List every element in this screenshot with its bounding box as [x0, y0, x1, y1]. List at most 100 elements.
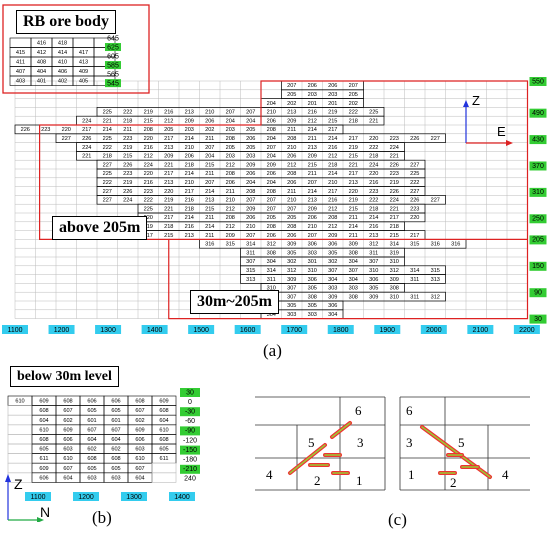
ore-block-cell: 308 [308, 294, 317, 300]
below30-cell: 610 [63, 456, 72, 462]
ore-block-cell: 212 [226, 162, 235, 168]
ore-block-cell: 310 [267, 286, 276, 292]
ore-block-cell: 217 [185, 189, 194, 195]
below30-cell: 608 [87, 456, 96, 462]
axis-indicator-b [5, 474, 44, 522]
inset-level-label: 545 [107, 80, 119, 87]
ore-block-cell: 207 [308, 180, 317, 186]
ore-block-cell: 220 [144, 215, 153, 221]
below30-cell: 610 [135, 456, 144, 462]
ore-block-cell: 212 [287, 162, 296, 168]
ore-block-cell: 303 [308, 312, 317, 318]
ore-block-cell: 211 [287, 127, 296, 133]
ore-block-cell: 206 [226, 180, 235, 186]
x-tick-label: 1900 [379, 327, 395, 334]
level-label: -90 [185, 428, 195, 435]
ore-block-cell: 220 [369, 136, 378, 142]
below30-cell: 610 [15, 399, 24, 405]
ore-block-cell: 224 [144, 162, 153, 168]
ore-block-cell: 207 [267, 145, 276, 151]
c-left-num-1: 1 [356, 473, 363, 488]
ore-block-cell: 208 [226, 136, 235, 142]
level-label: -150 [183, 447, 197, 454]
ore-block-cell: 208 [226, 215, 235, 221]
ore-block-cell: 219 [144, 110, 153, 116]
ore-block-cell: 214 [205, 224, 214, 230]
ore-block-cell: 224 [82, 145, 91, 151]
below30-cell: 608 [159, 408, 168, 414]
ore-block-cell: 201 [328, 101, 337, 107]
ore-block-cell: 316 [205, 242, 214, 248]
ore-block-cell: 217 [328, 189, 337, 195]
ore-block-cell: 219 [328, 110, 337, 116]
ore-block-cell: 214 [205, 189, 214, 195]
ore-block-cell: 303 [349, 286, 358, 292]
ore-block-cell: 215 [144, 118, 153, 124]
x-tick-label: 2100 [473, 327, 489, 334]
ore-block-cell: 217 [390, 215, 399, 221]
ore-block-cell: 211 [349, 233, 358, 239]
ore-block-cell: 201 [308, 101, 317, 107]
ore-block-cell: 212 [328, 206, 337, 212]
ore-block-cell: 227 [431, 198, 440, 204]
ore-block-cell: 218 [328, 162, 337, 168]
ore-block-cell: 209 [185, 118, 194, 124]
below30-cell: 608 [63, 399, 72, 405]
below30-cell: 607 [111, 427, 120, 433]
ore-block-cell: 304 [328, 277, 337, 283]
ore-block-cell: 205 [267, 215, 276, 221]
ore-block-cell: 221 [164, 162, 173, 168]
ore-block-cell: 206 [205, 118, 214, 124]
ore-block-cell: 216 [185, 198, 194, 204]
ore-block-cell: 217 [164, 136, 173, 142]
y-tick-label: 150 [532, 263, 544, 270]
ore-block-cell: 309 [287, 242, 296, 248]
ore-block-cell: 306 [308, 242, 317, 248]
ore-block-cell: 218 [369, 154, 378, 160]
ore-block-cell: 308 [349, 250, 358, 256]
ore-block-cell: 203 [308, 92, 317, 98]
ore-block-cell: 211 [226, 189, 235, 195]
ore-block-cell: 319 [390, 250, 399, 256]
ore-block-cell: 208 [226, 171, 235, 177]
below30-cell: 607 [135, 466, 144, 472]
ore-block-cell: 222 [123, 110, 132, 116]
ore-block-cell: 225 [103, 136, 112, 142]
y-tick-label: 250 [532, 216, 544, 223]
below30-cell: 604 [39, 418, 48, 424]
ore-block-cell: 208 [287, 224, 296, 230]
below30-cell: 609 [63, 427, 72, 433]
ore-block-cell: 207 [246, 198, 255, 204]
x-tick-label: 1800 [333, 327, 349, 334]
ore-block-cell: 312 [369, 242, 378, 248]
ore-block-cell: 222 [369, 145, 378, 151]
ore-block-cell: 207 [287, 206, 296, 212]
ore-block-cell: 211 [205, 215, 214, 221]
below30-cell: 607 [87, 427, 96, 433]
ore-block-cell: 223 [144, 189, 153, 195]
inset-cell: 413 [79, 60, 88, 66]
ore-block-cell: 303 [308, 250, 317, 256]
ore-block-cell: 210 [205, 110, 214, 116]
ore-block-cell: 313 [246, 277, 255, 283]
ore-block-cell: 218 [390, 224, 399, 230]
region-mid-label: 30m~205m [190, 290, 279, 314]
panel-a-label: (a) [263, 341, 282, 360]
ore-block-cell: 225 [103, 110, 112, 116]
level-label: -60 [185, 418, 195, 425]
ore-block-cell: 304 [349, 277, 358, 283]
ore-block-cell: 214 [185, 171, 194, 177]
ore-block-cell: 209 [226, 233, 235, 239]
inset-cell: 407 [16, 69, 25, 75]
ore-block-cell: 214 [308, 127, 317, 133]
ore-block-cell: 222 [410, 180, 419, 186]
below30-cell: 606 [111, 399, 120, 405]
ore-block-cell: 210 [287, 198, 296, 204]
inset-cell: 415 [16, 50, 25, 56]
inset-cell: 403 [16, 79, 25, 85]
below30-cell: 605 [87, 466, 96, 472]
ore-block-cell: 206 [287, 154, 296, 160]
x-tick-label: 1700 [286, 327, 302, 334]
ore-block-cell: 212 [328, 154, 337, 160]
ore-block-cell: 209 [308, 206, 317, 212]
